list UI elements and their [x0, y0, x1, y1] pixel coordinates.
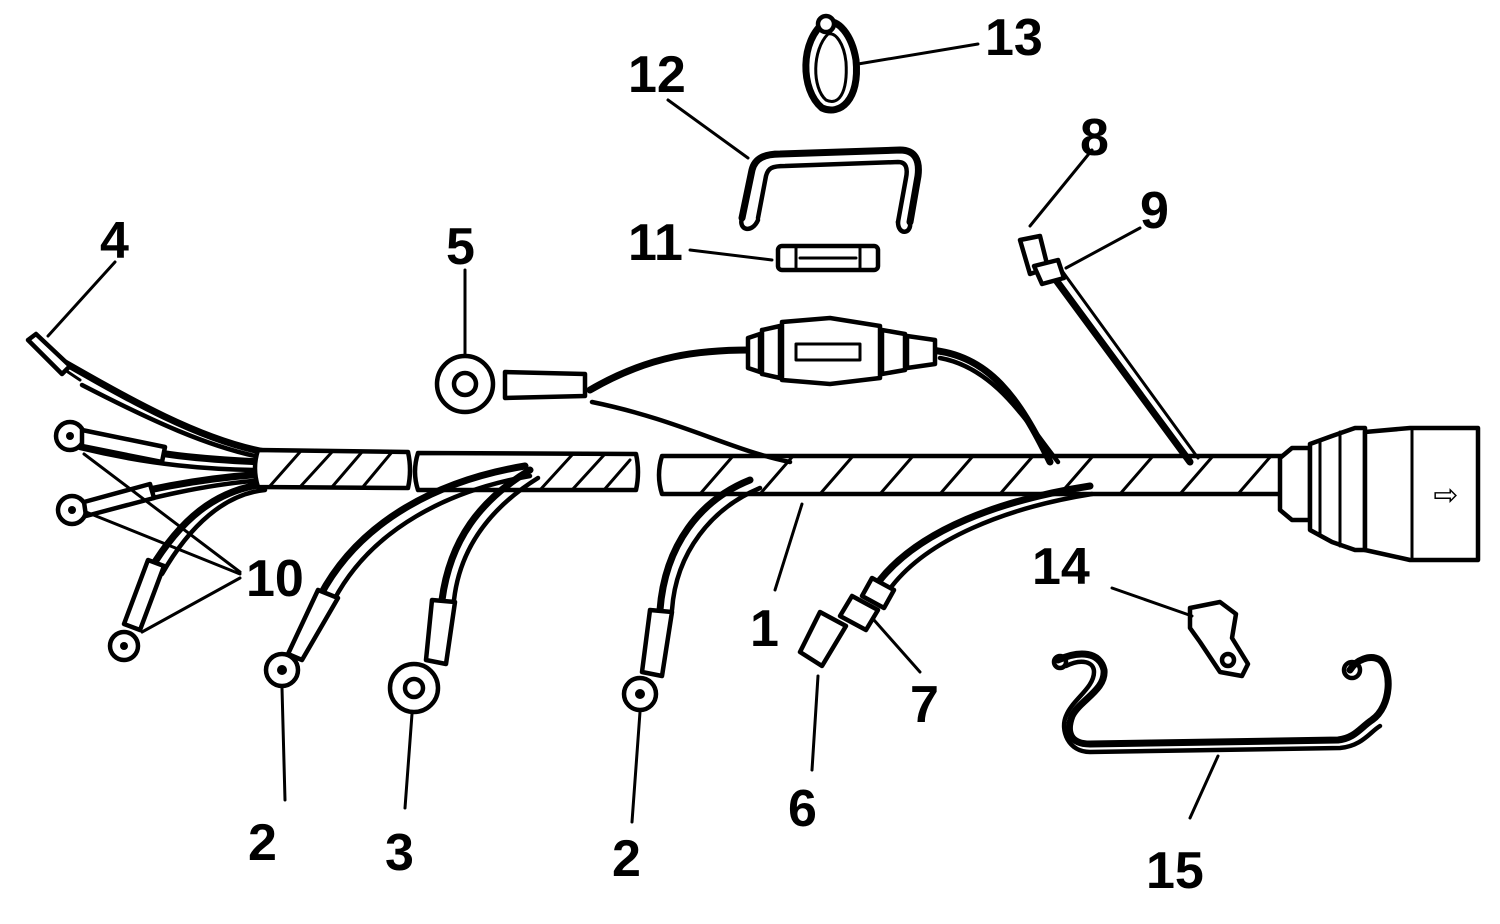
callout-5: 5 — [446, 218, 475, 276]
callout-13: 13 — [985, 9, 1043, 67]
callout-labels: 4 5 11 12 13 8 9 10 1 14 7 2 3 2 6 15 — [100, 9, 1204, 900]
part-5-fuse-holder — [434, 315, 1061, 466]
callout-12: 12 — [628, 46, 686, 104]
callout-7: 7 — [910, 676, 939, 734]
callout-1: 1 — [750, 600, 779, 658]
callout-2-left: 2 — [248, 814, 277, 872]
ring-terminal-middle — [55, 481, 157, 527]
part-3-lead — [387, 466, 541, 715]
part-2-lead-left — [263, 462, 533, 689]
part-15-wire-retainer — [1051, 650, 1392, 755]
callout-3: 3 — [385, 824, 414, 882]
part-12-retaining-clip — [738, 146, 922, 234]
harness-sleeve-left — [252, 447, 413, 491]
callout-10: 10 — [246, 550, 304, 608]
callout-15: 15 — [1146, 842, 1204, 900]
callout-8: 8 — [1080, 109, 1109, 167]
callout-9: 9 — [1140, 182, 1169, 240]
part-6-7-bullet-connector — [797, 482, 1095, 669]
harness-sleeve-right — [656, 453, 1288, 497]
ring-terminal-upper — [53, 419, 168, 465]
ring-terminal-lower — [107, 557, 167, 663]
part-10-ring-terminals — [53, 419, 168, 663]
callout-11: 11 — [628, 214, 683, 272]
callout-2-right: 2 — [612, 830, 641, 888]
part-11-fuse — [775, 243, 881, 273]
harness-connector: ⇨ — [1277, 425, 1481, 563]
part-8-9-lead — [1017, 233, 1200, 466]
arrow-icon: ⇨ — [1433, 478, 1458, 513]
part-4-spade-terminal — [25, 331, 82, 382]
part-14-bracket — [1187, 599, 1251, 679]
leader-lines — [46, 42, 1220, 824]
callout-6: 6 — [788, 780, 817, 838]
callout-4: 4 — [100, 212, 129, 270]
main-harness: ⇨ — [56, 356, 1481, 577]
part-13-cable-tie — [802, 13, 861, 114]
callout-14: 14 — [1032, 538, 1090, 596]
part-2-lead-right — [621, 476, 763, 713]
